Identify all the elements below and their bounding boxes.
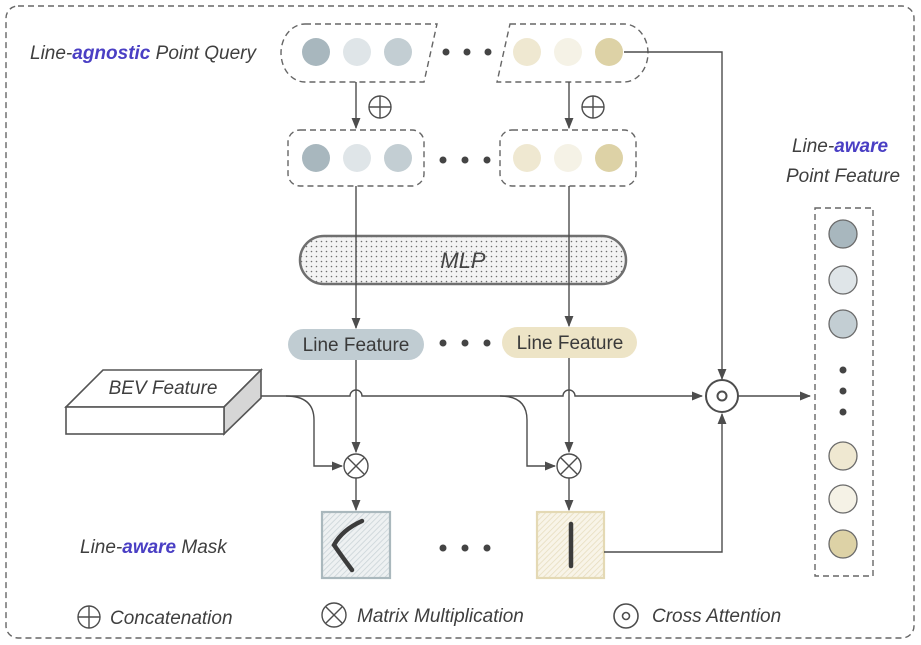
cross-attention-icon xyxy=(705,379,739,413)
query-point-blue-3 xyxy=(384,38,412,66)
legend-cross-attn-label: Cross Attention xyxy=(652,606,781,627)
cross-attention-icon xyxy=(613,603,639,629)
point-query-container xyxy=(280,23,649,83)
concat-icon xyxy=(368,95,392,119)
mlp-label: MLP xyxy=(440,248,486,273)
query-label: Line-agnostic Point Query xyxy=(30,43,257,64)
matmul-icon xyxy=(343,453,369,479)
query-label-suffix: Point Query xyxy=(150,43,257,64)
bev-feature-label: BEV Feature xyxy=(109,378,218,399)
query-point-blue-1 xyxy=(302,38,330,66)
query-label-bold: agnostic xyxy=(72,43,151,64)
mask-label-suffix: Mask xyxy=(176,537,228,558)
line-aware-mask-curve xyxy=(320,510,392,580)
line-aware-mask-straight xyxy=(535,510,606,580)
mask-label-prefix: Line- xyxy=(80,537,122,558)
concat-query-tan xyxy=(499,129,637,187)
concat-icon xyxy=(77,605,101,629)
outer-frame xyxy=(5,5,915,639)
mask-label-bold: aware xyxy=(122,537,176,558)
line-feature-tan xyxy=(502,327,637,358)
mask-label: Line-aware Mask xyxy=(80,537,228,558)
matmul-icon xyxy=(556,453,582,479)
bev-feature-block xyxy=(64,368,263,436)
ellipsis-icon xyxy=(442,48,492,56)
ellipsis-icon xyxy=(439,156,491,164)
legend-concat-label: Concatenation xyxy=(110,608,233,629)
output-label-bold: aware xyxy=(834,136,888,157)
output-label-line1: Line-aware xyxy=(792,136,889,157)
ellipsis-icon xyxy=(439,339,491,347)
line-feature-blue xyxy=(288,329,424,360)
matmul-icon xyxy=(321,602,347,628)
concat-icon xyxy=(581,95,605,119)
line-feature-label: Line Feature xyxy=(517,333,624,354)
query-point-blue-2 xyxy=(343,38,371,66)
concat-query-blue xyxy=(287,129,425,187)
query-point-tan-2 xyxy=(554,38,582,66)
query-point-tan-1 xyxy=(513,38,541,66)
output-label-prefix: Line- xyxy=(792,136,834,157)
output-label-line2: Point Feature xyxy=(786,166,900,187)
legend-matmul-label: Matrix Multiplication xyxy=(357,606,524,627)
mlp-block xyxy=(298,234,628,286)
ellipsis-icon xyxy=(439,544,491,552)
query-label-prefix: Line- xyxy=(30,43,72,64)
line-feature-label: Line Feature xyxy=(303,335,410,356)
query-point-tan-3 xyxy=(595,38,623,66)
line-aware-point-feature-column xyxy=(814,207,874,577)
legend: Concatenation Matrix Multiplication Cros… xyxy=(77,602,781,629)
